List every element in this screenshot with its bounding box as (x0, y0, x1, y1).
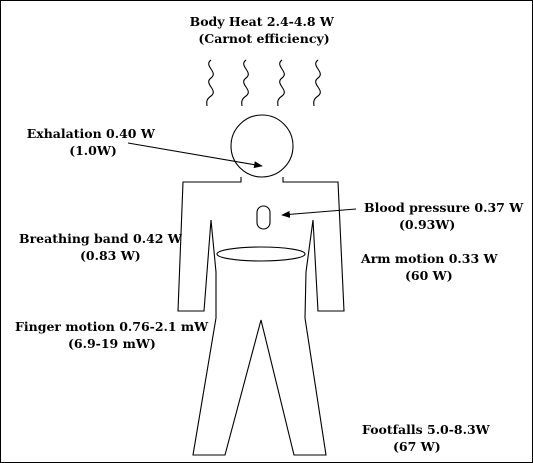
blood-pressure-line2: (0.93W) (399, 217, 455, 232)
breathing-band-line1: Breathing band 0.42 W (19, 231, 183, 246)
exhalation-line2: (1.0W) (69, 143, 117, 158)
arm-motion-line1: Arm motion 0.33 W (360, 251, 499, 266)
finger-motion-line2: (6.9-19 mW) (68, 336, 156, 351)
finger-motion-line1: Finger motion 0.76-2.1 mW (15, 319, 209, 334)
exhalation-line1: Exhalation 0.40 W (27, 126, 156, 141)
body-heat-line2: (Carnot efficiency) (198, 31, 329, 46)
footfalls-line2: (67 W) (393, 439, 441, 454)
breathing-band-line2: (0.83 W) (80, 248, 141, 263)
body-heat-line1: Body Heat 2.4-4.8 W (190, 14, 335, 29)
blood-pressure-line1: Blood pressure 0.37 W (364, 200, 524, 215)
arm-motion-line2: (60 W) (405, 268, 453, 283)
footfalls-line1: Footfalls 5.0-8.3W (362, 422, 491, 437)
